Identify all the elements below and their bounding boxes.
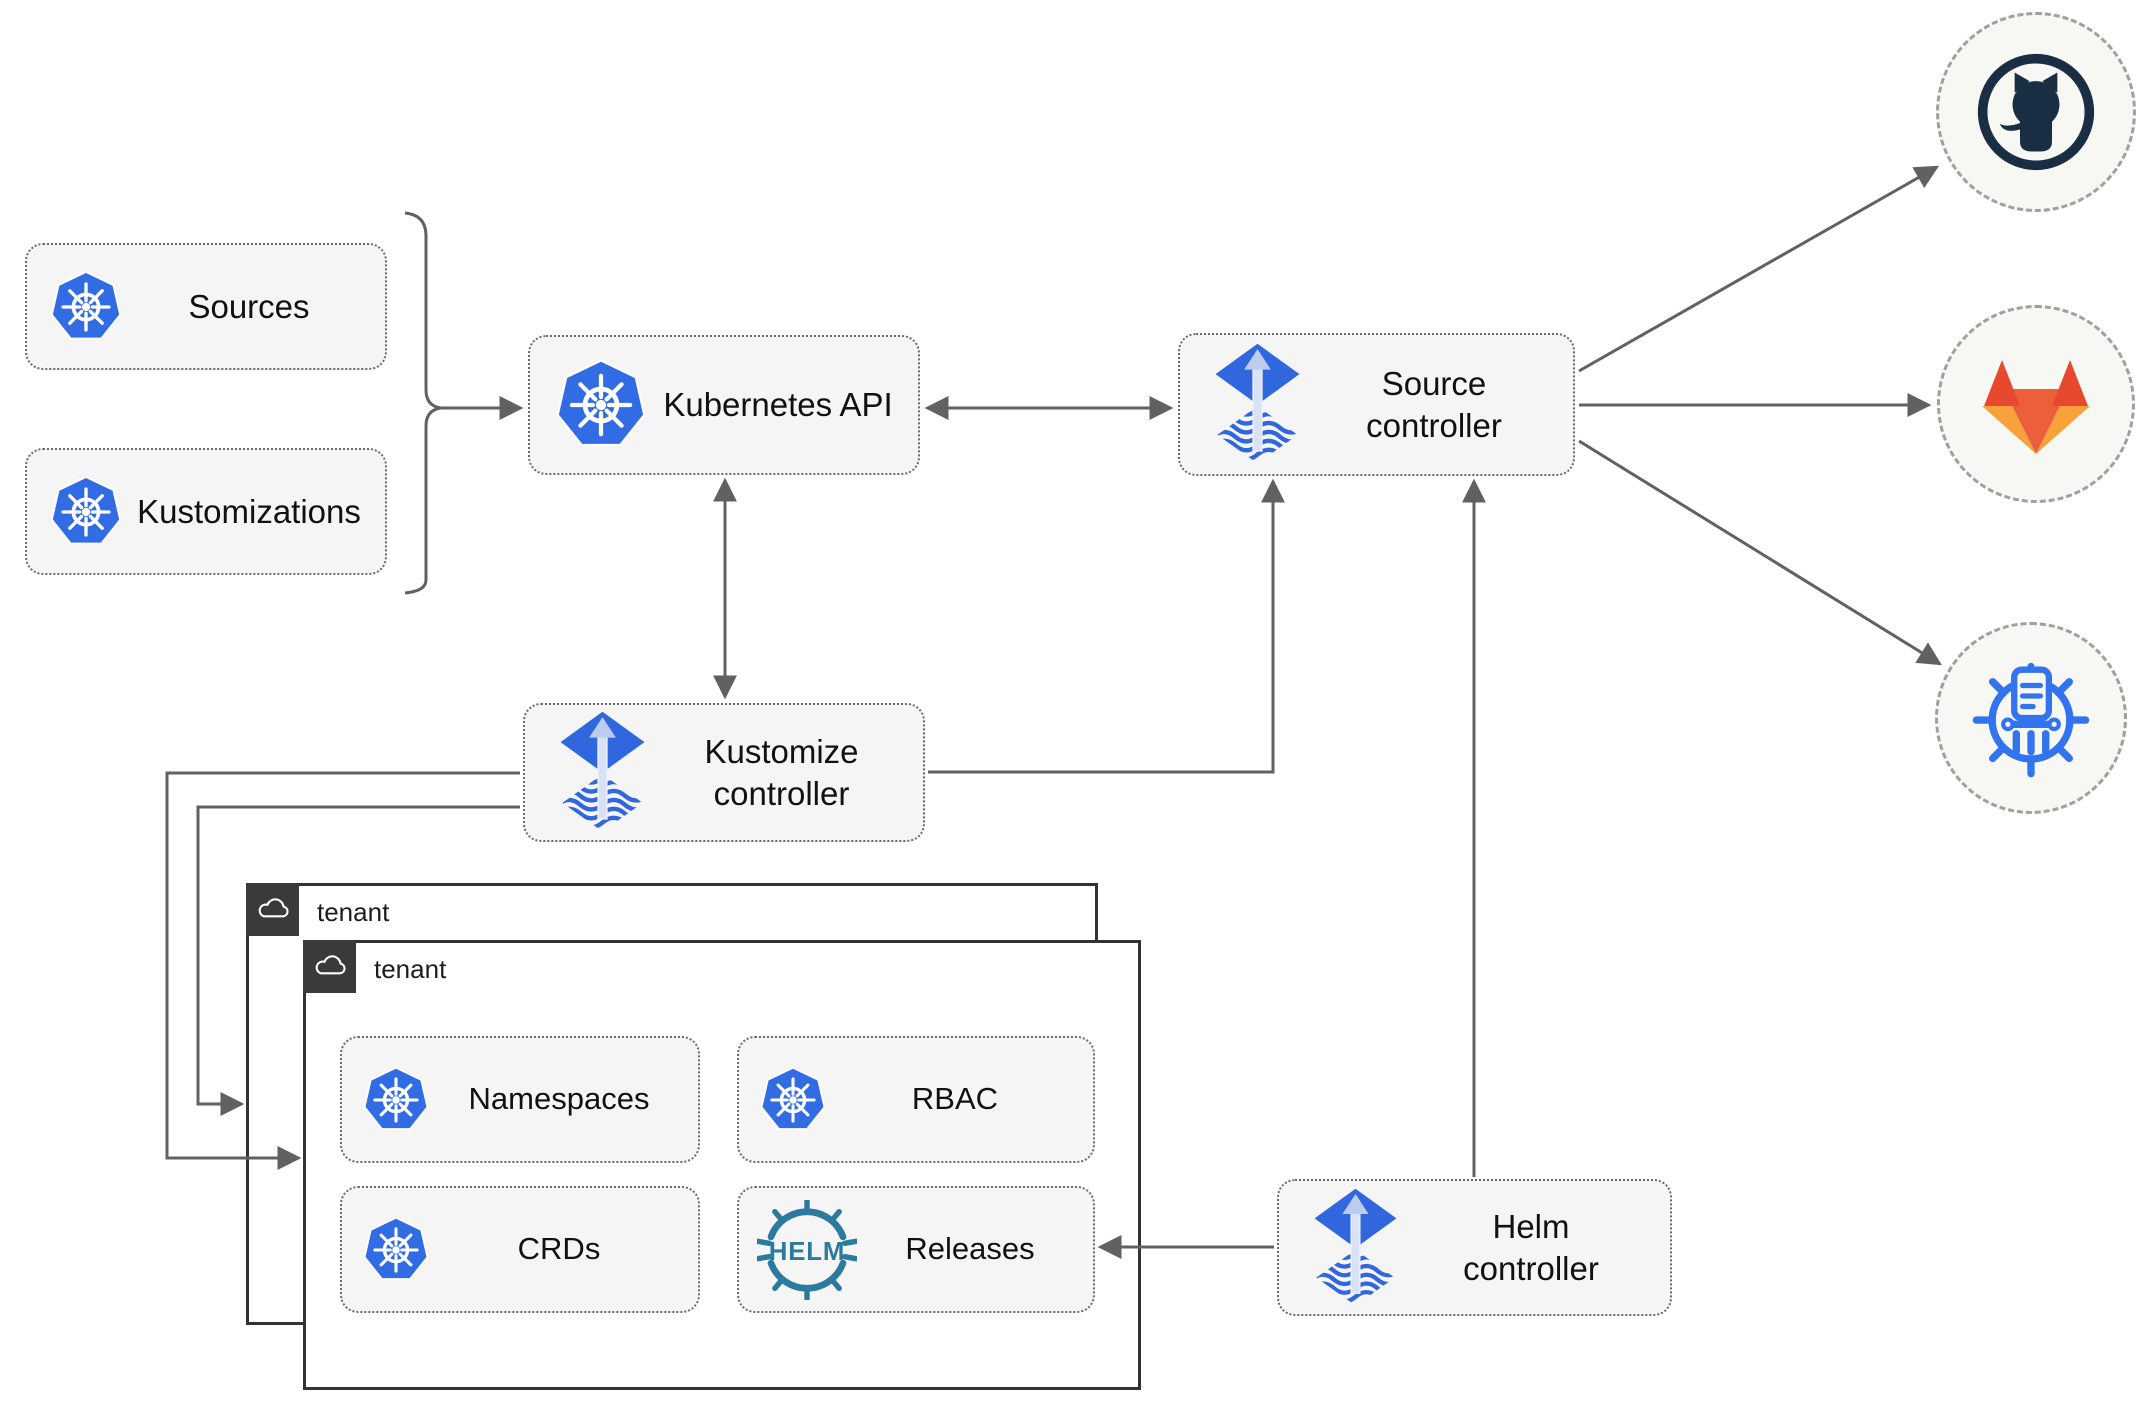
node-kustomizations: Kustomizations [25,448,387,575]
node-label: Sources [188,287,310,325]
kubernetes-icon [49,270,123,344]
helm-icon: HELM [757,1200,857,1300]
node-rbac: RBAC [737,1036,1095,1163]
node-namespaces: Namespaces [340,1036,700,1163]
node-label: CRDs [517,1231,601,1267]
cloud-badge [246,883,299,936]
node-crds: CRDs [340,1186,700,1313]
kubernetes-icon [49,475,123,549]
kubernetes-icon [362,1066,430,1134]
node-sources: Sources [25,243,387,370]
node-label: Helm controller [1463,1208,1599,1287]
node-kubernetes-api: Kubernetes API [528,335,920,475]
chartmuseum-icon [1968,655,2094,781]
helm-logo-text: HELM [769,1238,846,1266]
node-label: Namespaces [468,1081,650,1117]
tenant-label: tenant [317,897,390,927]
node-label: Kustomize controller [704,733,859,812]
arrow-source-github [1578,165,1940,373]
node-label: Releases [905,1231,1035,1267]
node-gitlab [1937,305,2135,503]
tenant-box-front: tenant [303,940,1141,1390]
brace-sources-group [404,211,443,595]
cloud-badge [303,940,356,993]
node-label: Source controller [1366,365,1502,444]
node-chartmuseum [1935,622,2127,814]
node-label: Kustomizations [137,492,361,530]
node-label: RBAC [911,1081,999,1117]
node-source-controller: Source controller [1178,333,1575,476]
cloud-icon [311,948,349,986]
kubernetes-icon [362,1216,430,1284]
node-helm-controller: Helm controller [1277,1179,1672,1316]
flux-icon [555,710,650,835]
flux-icon [1309,1187,1402,1309]
node-label: Kubernetes API [663,386,893,424]
kubernetes-icon [554,358,648,452]
flux-icon [1210,342,1305,467]
tenant-label: tenant [374,954,447,984]
arrow-source-chartmuseum [1578,439,1943,666]
node-kustomize-controller: Kustomize controller [523,703,925,842]
node-github [1936,12,2136,212]
kubernetes-icon [759,1066,827,1134]
github-icon [1972,48,2100,176]
gitlab-icon [1976,344,2096,464]
cloud-icon [254,891,292,929]
arrow-kustomize-source [928,478,1285,774]
node-releases: HELM Releases [737,1186,1095,1313]
